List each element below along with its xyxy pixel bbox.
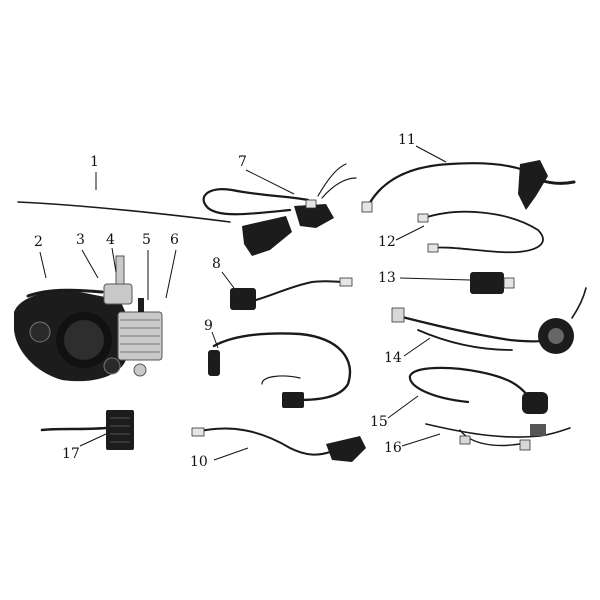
part-16-harness [425,423,571,451]
callout-5: 5 [142,232,151,248]
part-11-lever-switch [361,160,576,213]
callout-labels: 1 2 3 4 5 6 7 8 9 10 11 12 13 14 15 16 1… [34,132,416,470]
callout-6: 6 [170,232,179,248]
part-13-relay [470,272,515,294]
part-9-ignition-coil [208,332,352,408]
callout-9: 9 [204,318,213,334]
leader-lines [39,145,471,461]
callout-13: 13 [378,270,396,286]
callout-2: 2 [34,234,43,250]
callout-3: 3 [76,232,85,248]
callout-12: 12 [378,234,396,250]
part-8-sensor [230,277,353,310]
callout-8: 8 [212,256,221,272]
part-10-switch-wire [191,427,366,462]
callout-15: 15 [370,414,388,430]
callout-1: 1 [90,154,99,170]
part-12-wire [417,210,544,254]
part-1-cable [17,201,231,223]
callout-16: 16 [384,440,402,456]
callout-4: 4 [106,232,115,248]
callout-11: 11 [398,132,416,148]
part-14-stator [391,287,587,354]
part-15-switch-wire [408,366,548,414]
engine-assembly [14,255,163,382]
part-7-switch-harness [202,163,357,256]
callout-7: 7 [238,154,247,170]
callout-14: 14 [384,350,402,366]
callout-17: 17 [62,446,80,462]
part-17-regulator [40,410,134,450]
callout-10: 10 [190,454,208,470]
